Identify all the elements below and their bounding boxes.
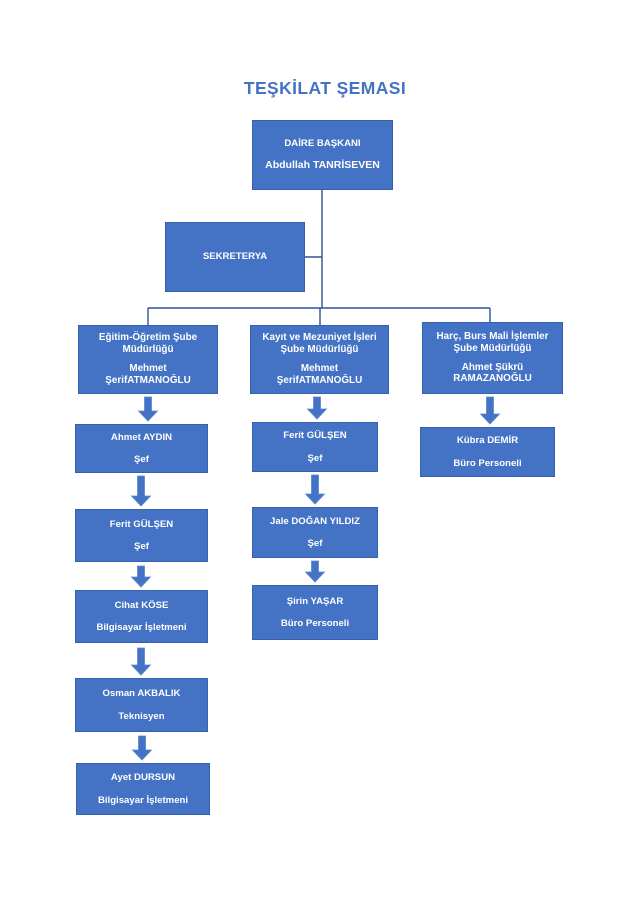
person-line: RAMAZANOĞLU xyxy=(453,373,532,385)
person-line: Mehmet xyxy=(129,363,167,374)
org-box-kubra-demir: Kübra DEMİR Büro Personeli xyxy=(420,427,555,477)
down-arrow-icon xyxy=(130,475,152,507)
org-box-sirin-yasar: Şirin YAŞAR Büro Personeli xyxy=(252,585,378,640)
org-box-daire-baskani: DAİRE BAŞKANI Abdullah TANRİSEVEN xyxy=(252,120,393,190)
person-role: Bilgisayar İşletmeni xyxy=(96,622,187,633)
person-name: Ferit GÜLŞEN xyxy=(109,518,174,530)
person-name: Ayet DURSUN xyxy=(110,772,176,784)
person-name: Ahmet AYDIN xyxy=(110,431,173,443)
org-box-kayit-mezuniyet-mudurlugu: Kayıt ve Mezuniyet İşleri Şube Müdürlüğü… xyxy=(250,325,389,394)
person-line: Mehmet xyxy=(300,363,339,374)
person-role: Şef xyxy=(134,541,149,552)
down-arrow-icon xyxy=(304,560,326,583)
unit-line: Müdürlüğü xyxy=(122,344,174,356)
down-arrow-icon xyxy=(306,396,328,420)
person-name: Kübra DEMİR xyxy=(456,435,519,447)
down-arrow-icon xyxy=(304,474,326,505)
unit-line: Harç, Burs Mali İşlemler xyxy=(436,330,549,342)
person-role: Şef xyxy=(134,454,149,465)
page-title: TEŞKİLAT ŞEMASI xyxy=(243,78,407,98)
person-role: Büro Personeli xyxy=(453,457,522,469)
person-line: ŞerifATMANOĞLU xyxy=(105,374,191,386)
org-box-ferit-gulsen-col1: Ferit GÜLŞEN Şef xyxy=(75,509,208,562)
down-arrow-icon xyxy=(131,735,153,761)
person-role: Bilgisayar İşletmeni xyxy=(97,794,189,806)
down-arrow-icons xyxy=(130,396,501,761)
unit-line: Eğitim-Öğretim Şube xyxy=(98,332,198,344)
person-name: Cihat KÖSE xyxy=(114,599,169,611)
down-arrow-icon xyxy=(137,396,159,422)
person-name: Ferit GÜLŞEN xyxy=(283,430,347,442)
person-name: Jale DOĞAN YILDIZ xyxy=(270,515,360,527)
person-role: Büro Personeli xyxy=(280,618,350,629)
org-box-egitim-ogretim-mudurlugu: Eğitim-Öğretim Şube Müdürlüğü Mehmet Şer… xyxy=(78,325,218,394)
org-box-sekreterya: SEKRETERYA xyxy=(165,222,305,292)
person-role: Şef xyxy=(307,452,323,464)
org-box-ayet-dursun: Ayet DURSUN Bilgisayar İşletmeni xyxy=(76,763,210,815)
org-box-cihat-kose: Cihat KÖSE Bilgisayar İşletmeni xyxy=(75,590,208,643)
org-box-ahmet-aydin: Ahmet AYDIN Şef xyxy=(75,424,208,473)
person-line: ŞerifATMANOĞLU xyxy=(276,374,363,386)
org-box-osman-akbalik: Osman AKBALIK Teknisyen xyxy=(75,678,208,732)
org-box-title: DAİRE BAŞKANI xyxy=(284,138,361,150)
down-arrow-icon xyxy=(130,647,152,676)
person-line: Ahmet Şükrü xyxy=(461,361,524,373)
person-role: Teknisyen xyxy=(118,710,165,722)
person-name: Şirin YAŞAR xyxy=(286,595,344,607)
unit-line: Şube Müdürlüğü xyxy=(280,344,359,356)
down-arrow-icon xyxy=(130,565,152,588)
down-arrow-icon xyxy=(479,396,501,425)
org-box-ferit-gulsen-col2: Ferit GÜLŞEN Şef xyxy=(252,422,378,472)
unit-line: Kayıt ve Mezuniyet İşleri xyxy=(262,332,377,344)
person-name: Osman AKBALIK xyxy=(102,688,181,700)
org-box-person: Abdullah TANRİSEVEN xyxy=(265,159,380,172)
person-role: Şef xyxy=(307,538,323,549)
elbow-connectors xyxy=(147,190,491,325)
unit-line: Şube Müdürlüğü xyxy=(453,342,532,354)
org-box-title: SEKRETERYA xyxy=(202,251,268,263)
org-box-jale-dogan-yildiz: Jale DOĞAN YILDIZ Şef xyxy=(252,507,378,558)
org-box-harc-burs-mali-islemler-mudurlugu: Harç, Burs Mali İşlemler Şube Müdürlüğü … xyxy=(422,322,563,394)
